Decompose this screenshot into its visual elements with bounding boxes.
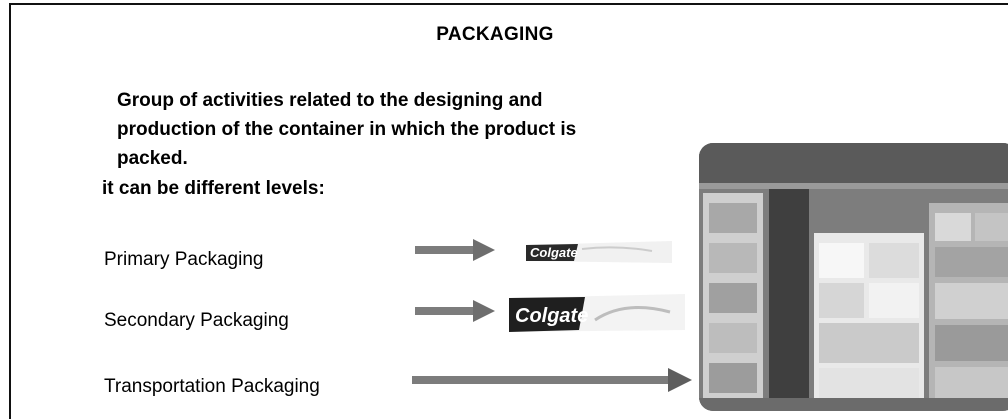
- level-secondary-packaging: Secondary Packaging: [104, 310, 289, 331]
- levels-heading: it can be different levels:: [102, 178, 325, 199]
- colgate-logo-text: Colgate: [530, 245, 578, 260]
- arrow-right-icon: [415, 239, 495, 261]
- colgate-logo-text: Colgate: [515, 305, 588, 327]
- slide-frame: [9, 3, 1008, 419]
- definition-text: Group of activities related to the desig…: [117, 90, 577, 169]
- arrow-right-icon: [412, 368, 692, 392]
- toothpaste-box-image: Colgate: [509, 294, 685, 332]
- toothpaste-tube-image: Colgate: [526, 241, 672, 263]
- warehouse-pallets-photo: [699, 143, 1008, 411]
- level-transportation-packaging: Transportation Packaging: [104, 376, 320, 397]
- level-primary-packaging: Primary Packaging: [104, 249, 264, 270]
- arrow-right-icon: [415, 300, 495, 322]
- slide-title: PACKAGING: [436, 24, 554, 45]
